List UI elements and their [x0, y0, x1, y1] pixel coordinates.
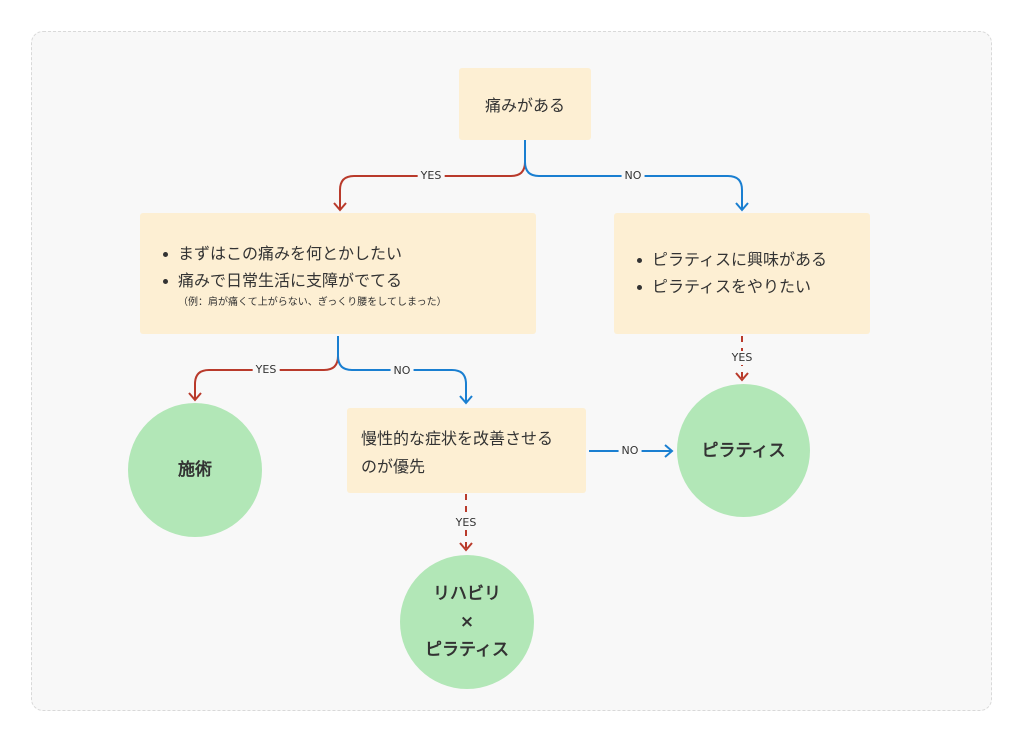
edge-label-yes: YES — [252, 363, 280, 377]
node-condition-mid: 慢性的な症状を改善させるのが優先 — [347, 408, 586, 493]
edge-label-yes: YES — [728, 351, 756, 365]
node-start: 痛みがある — [459, 68, 591, 140]
node-start-label: 痛みがある — [484, 96, 565, 115]
edge-label-no: NO — [618, 444, 642, 458]
edge-label-yes: YES — [452, 516, 480, 530]
result-rehab-line1: リハビリ — [433, 584, 501, 604]
edge-label-yes: YES — [417, 169, 445, 183]
result-pilates-label: ピラティス — [701, 440, 786, 461]
node-condition-left: まずはこの痛みを何とかしたい 痛みで日常生活に支障がでてる （例：肩が痛くて上が… — [140, 213, 536, 334]
edge-label-no: NO — [621, 169, 645, 183]
condition-right-item: ピラティスをやりたい — [634, 273, 870, 300]
condition-left-item: 痛みで日常生活に支障がでてる — [160, 267, 536, 294]
condition-mid-label: 慢性的な症状を改善させるのが優先 — [361, 429, 554, 476]
condition-right-list: ピラティスに興味がある ピラティスをやりたい — [634, 246, 870, 300]
result-pilates: ピラティス — [677, 384, 810, 517]
condition-left-list: まずはこの痛みを何とかしたい 痛みで日常生活に支障がでてる — [160, 240, 536, 294]
result-treatment: 施術 — [128, 403, 262, 537]
result-rehab-times: × — [459, 612, 475, 632]
condition-left-item: まずはこの痛みを何とかしたい — [160, 240, 536, 267]
condition-right-item: ピラティスに興味がある — [634, 246, 870, 273]
node-condition-right: ピラティスに興味がある ピラティスをやりたい — [614, 213, 870, 334]
result-rehab-line3: ピラティス — [425, 640, 509, 660]
edge-label-no: NO — [390, 364, 414, 378]
result-rehab-pilates: リハビリ × ピラティス — [400, 555, 534, 689]
condition-left-note: （例：肩が痛くて上がらない、ぎっくり腰をしてしまった） — [178, 297, 447, 308]
result-treatment-label: 施術 — [178, 460, 212, 480]
